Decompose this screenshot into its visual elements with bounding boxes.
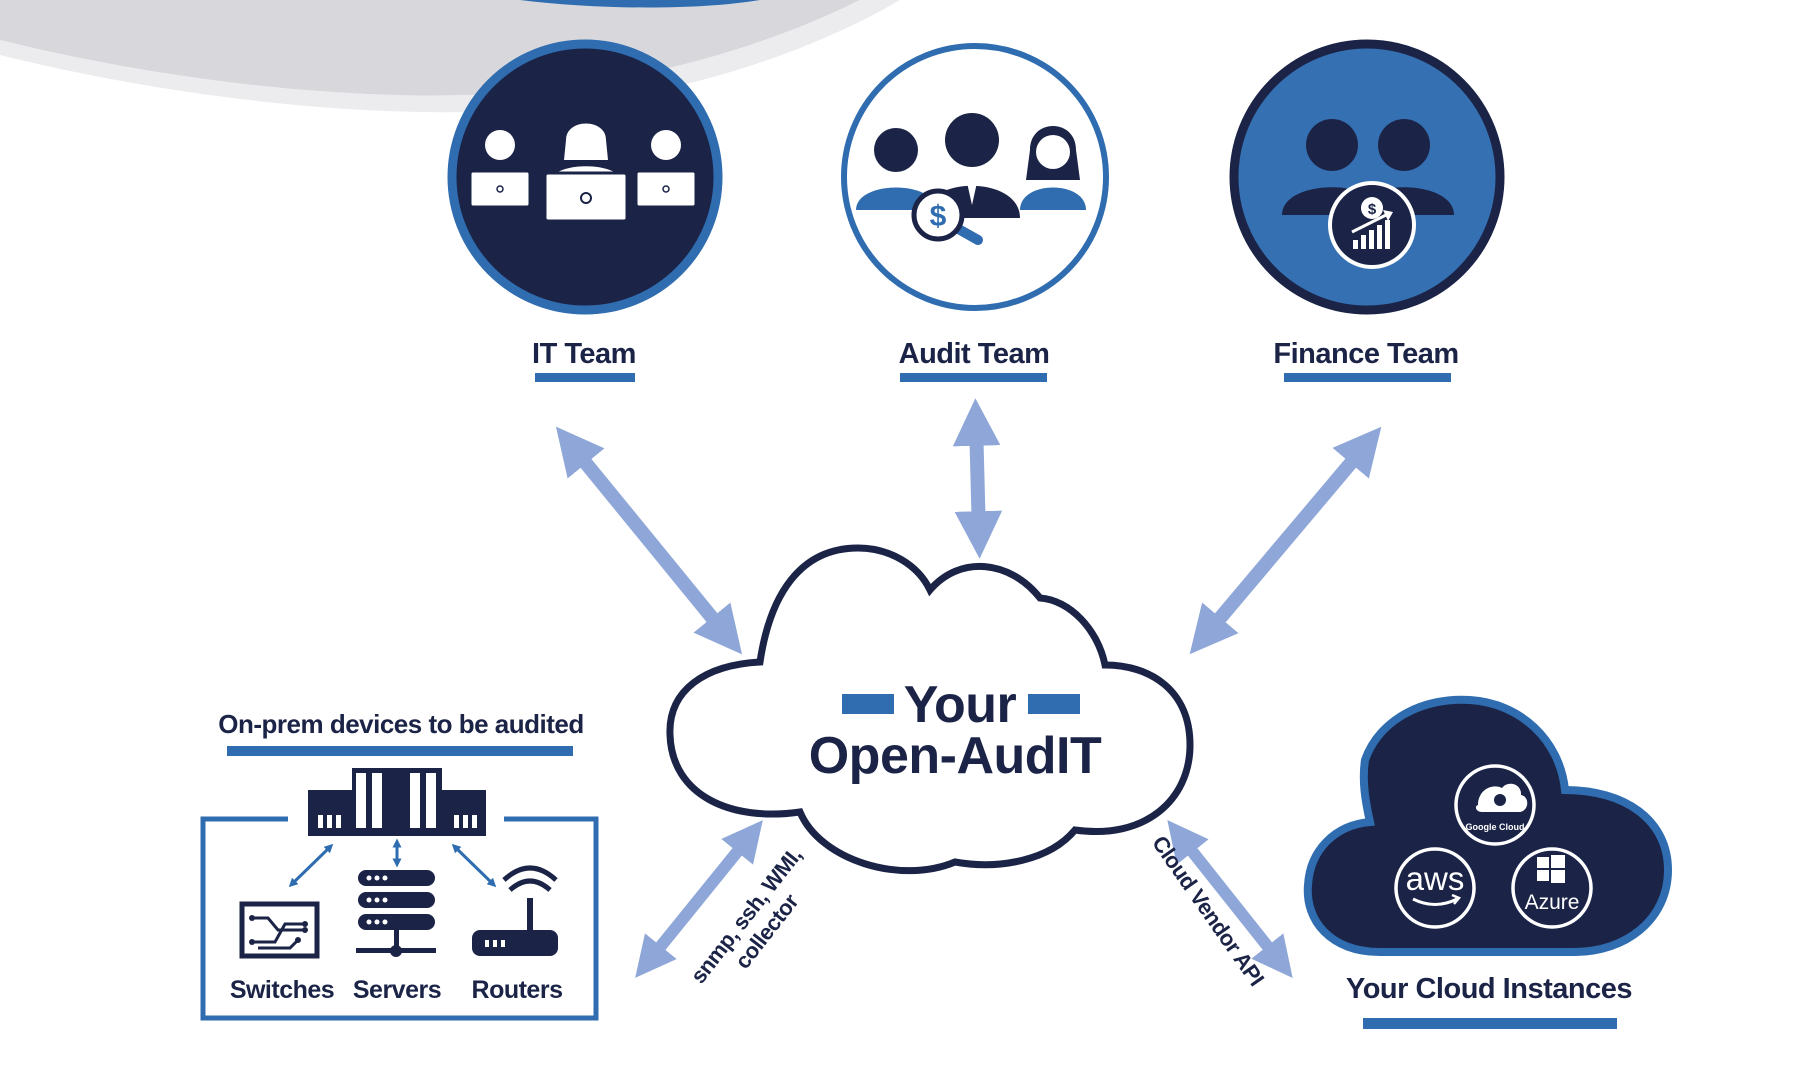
onprem-title: On-prem devices to be audited bbox=[218, 709, 583, 739]
onprem-box bbox=[200, 816, 599, 1021]
aws-logo: aws bbox=[1394, 847, 1476, 929]
header-swoosh bbox=[0, 0, 900, 113]
finance-team-icon: $ bbox=[1282, 119, 1454, 269]
cloud-api-text: Cloud Vendor API bbox=[1147, 831, 1269, 990]
it-team-label: IT Team bbox=[532, 338, 636, 370]
arrow-openaudit-to-cloud bbox=[1167, 820, 1293, 978]
google-cloud-logo: Google Cloud bbox=[1454, 764, 1536, 846]
open-audit-cloud: Your Open-AudIT bbox=[666, 544, 1194, 875]
protocols-label: snmp, ssh, WMI, collector bbox=[685, 843, 806, 988]
finance-team-underline bbox=[1284, 373, 1451, 382]
it-team-icon bbox=[468, 123, 698, 223]
audit-team-node: $ Audit Team bbox=[841, 43, 1109, 382]
cloud-api-label: Cloud Vendor API bbox=[1147, 831, 1269, 990]
cloud-dash-right bbox=[1028, 694, 1080, 714]
aws-label: aws bbox=[1406, 860, 1465, 897]
cloud-title-line2: Open-AudIT bbox=[809, 727, 1102, 785]
azure-logo: Azure bbox=[1511, 847, 1593, 929]
cloud-dash-left bbox=[842, 694, 894, 714]
audit-team-underline bbox=[900, 373, 1047, 382]
arrow-onprem-to-openaudit bbox=[635, 820, 763, 978]
cloud-instances-underline bbox=[1363, 1018, 1617, 1029]
finance-team-label: Finance Team bbox=[1273, 338, 1458, 370]
arrow-it-to-openaudit bbox=[555, 426, 743, 655]
audit-team-label: Audit Team bbox=[899, 338, 1050, 370]
onprem-underline bbox=[227, 746, 573, 756]
it-team-underline bbox=[535, 373, 635, 382]
audit-team-icon: $ bbox=[856, 113, 1086, 245]
arrow-audit-to-openaudit bbox=[952, 398, 1003, 559]
cloud-title-line1: Your bbox=[904, 676, 1017, 734]
arrow-finance-to-openaudit bbox=[1189, 426, 1382, 655]
audit-team-circle bbox=[841, 43, 1109, 311]
device-label-routers: Routers bbox=[472, 976, 563, 1004]
svg-text:$: $ bbox=[930, 200, 947, 233]
onprem-section: On-prem devices to be audited bbox=[200, 709, 599, 1021]
servers-icon bbox=[356, 870, 436, 957]
arrow-building-routers bbox=[451, 843, 497, 888]
google-cloud-label: Google Cloud bbox=[1466, 822, 1525, 832]
cloud-instances: Google Cloud aws Azure Your Cloud Instan… bbox=[1303, 695, 1673, 1029]
device-label-switches: Switches bbox=[230, 976, 334, 1004]
cloud-shape bbox=[666, 544, 1194, 875]
cloud-instances-title: Your Cloud Instances bbox=[1346, 973, 1632, 1005]
azure-label: Azure bbox=[1525, 891, 1580, 914]
it-team-node: IT Team bbox=[447, 39, 723, 382]
switch-icon bbox=[239, 901, 320, 959]
team-arrows bbox=[555, 398, 1382, 655]
svg-text:$: $ bbox=[1368, 201, 1377, 218]
finance-team-node: $ Finance Team bbox=[1229, 39, 1505, 382]
router-icon bbox=[472, 865, 558, 956]
device-label-servers: Servers bbox=[353, 976, 441, 1004]
finance-team-circle bbox=[1229, 39, 1505, 315]
datacenter-icon bbox=[308, 768, 486, 836]
arrow-building-switches bbox=[288, 843, 334, 888]
